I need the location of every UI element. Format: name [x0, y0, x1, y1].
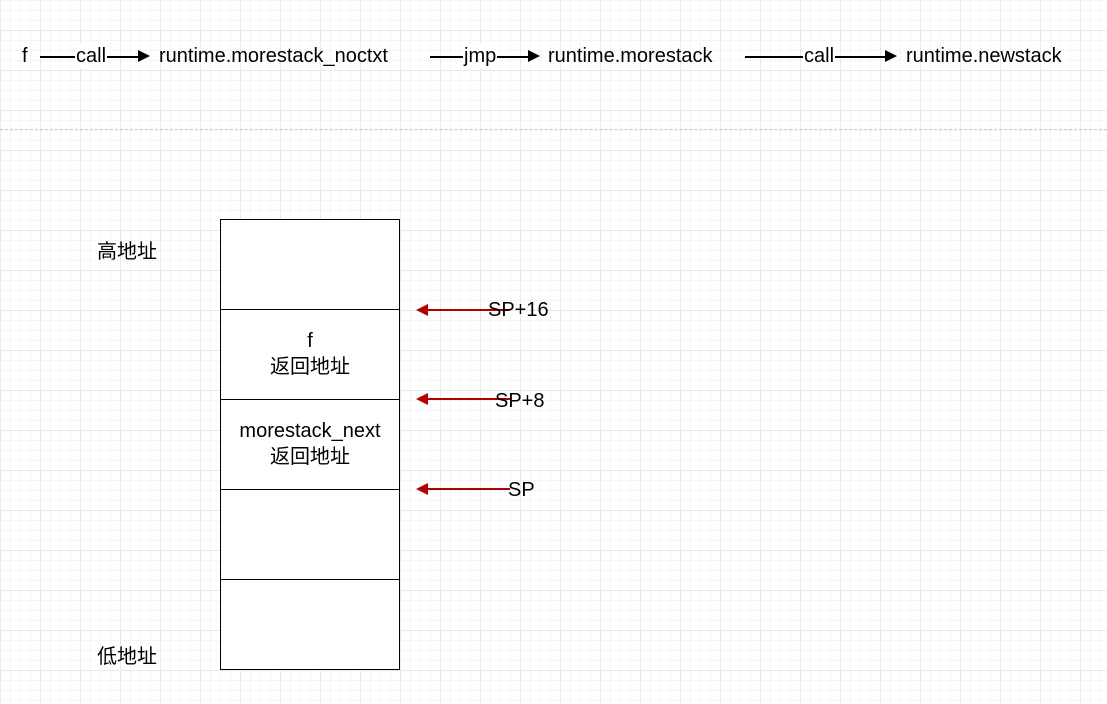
arrowhead-icon	[885, 50, 897, 62]
low-address-label: 低地址	[97, 646, 157, 668]
stack-slot-bottom	[220, 579, 400, 670]
sp-label: SP	[508, 479, 535, 501]
sp16-arrow	[416, 303, 510, 317]
slot-line: f	[307, 330, 313, 352]
node-morestack-noctxt: runtime.morestack_noctxt	[159, 45, 388, 67]
red-arrowhead-icon	[416, 304, 428, 316]
call-arrow-1: call	[40, 44, 150, 68]
red-arrowhead-icon	[416, 393, 428, 405]
arrowhead-icon	[138, 50, 150, 62]
stack-slot-f-return: f 返回地址	[220, 309, 400, 400]
arrowhead-icon	[528, 50, 540, 62]
stack-slot-below-sp	[220, 489, 400, 580]
sp8-arrow	[416, 392, 510, 406]
call-arrow-2: call	[745, 44, 897, 68]
sp16-label: SP+16	[488, 299, 549, 321]
stack-diagram: f 返回地址 morestack_next 返回地址	[220, 219, 400, 670]
sp8-label: SP+8	[495, 390, 545, 412]
slot-line: 返回地址	[270, 446, 350, 468]
node-newstack: runtime.newstack	[906, 45, 1062, 67]
node-morestack: runtime.morestack	[548, 45, 713, 67]
stack-slot-morestack-next-return: morestack_next 返回地址	[220, 399, 400, 490]
high-address-label: 高地址	[97, 241, 157, 263]
jmp-arrow: jmp	[430, 44, 540, 68]
edge-label-call: call	[75, 44, 108, 68]
edge-label-call: call	[803, 44, 836, 68]
slot-line: morestack_next	[239, 420, 381, 442]
sp-arrow	[416, 482, 510, 496]
stack-slot-top	[220, 219, 400, 310]
node-f: f	[22, 45, 28, 67]
slot-line: 返回地址	[270, 356, 350, 378]
edge-label-jmp: jmp	[463, 44, 498, 68]
section-divider	[0, 129, 1107, 130]
red-arrowhead-icon	[416, 483, 428, 495]
